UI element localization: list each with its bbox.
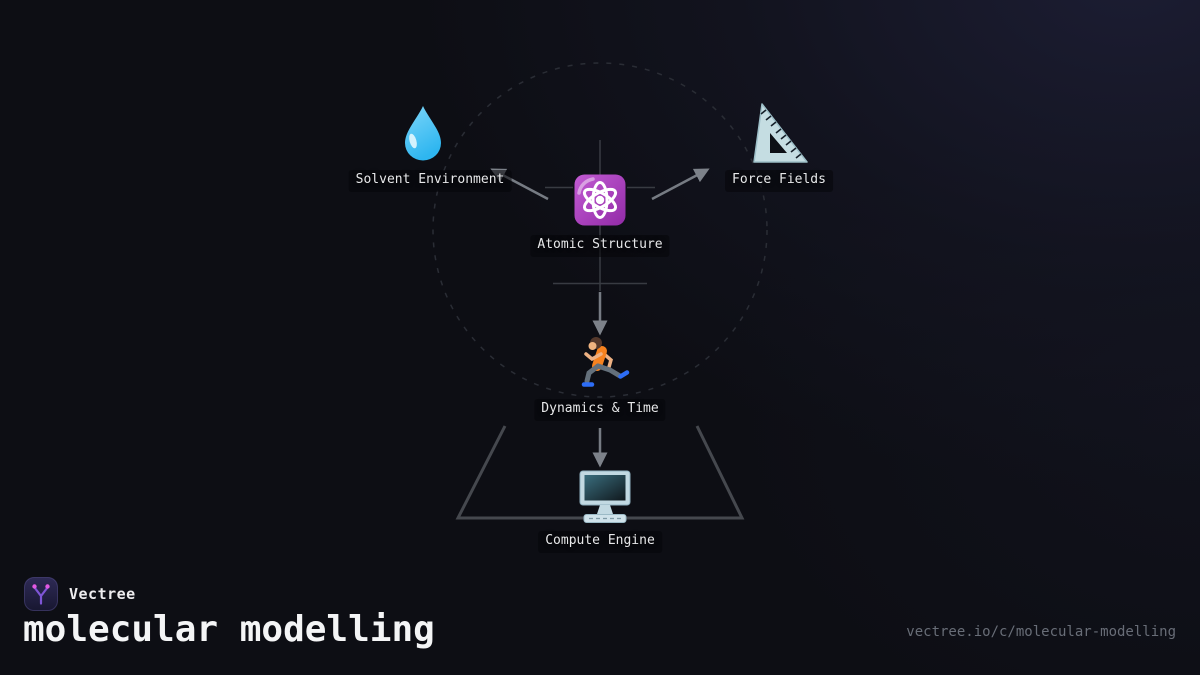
runner-icon <box>581 337 630 387</box>
edge-atomic-to-forcefields <box>651 168 710 201</box>
vectree-logo <box>24 577 58 611</box>
desktop-computer-icon <box>579 470 631 523</box>
node-label-dynamics-time: Dynamics & Time <box>534 399 666 421</box>
page-title: molecular modelling <box>23 609 435 650</box>
node-label-force-fields: Force Fields <box>725 170 833 192</box>
node-label-compute-engine: Compute Engine <box>538 531 662 553</box>
dashed-circle <box>432 62 768 398</box>
vectree-branch-icon <box>32 584 50 605</box>
atom-icon <box>574 174 626 226</box>
water-droplet-icon <box>405 106 441 161</box>
brand-row: Vectree <box>24 577 136 611</box>
page-url: vectree.io/c/molecular-modelling <box>906 624 1176 640</box>
node-label-atomic-structure: Atomic Structure <box>530 235 670 257</box>
brand-name: Vectree <box>69 585 136 603</box>
node-label-solvent-environment: Solvent Environment <box>348 170 512 192</box>
triangular-ruler-icon <box>753 103 808 163</box>
